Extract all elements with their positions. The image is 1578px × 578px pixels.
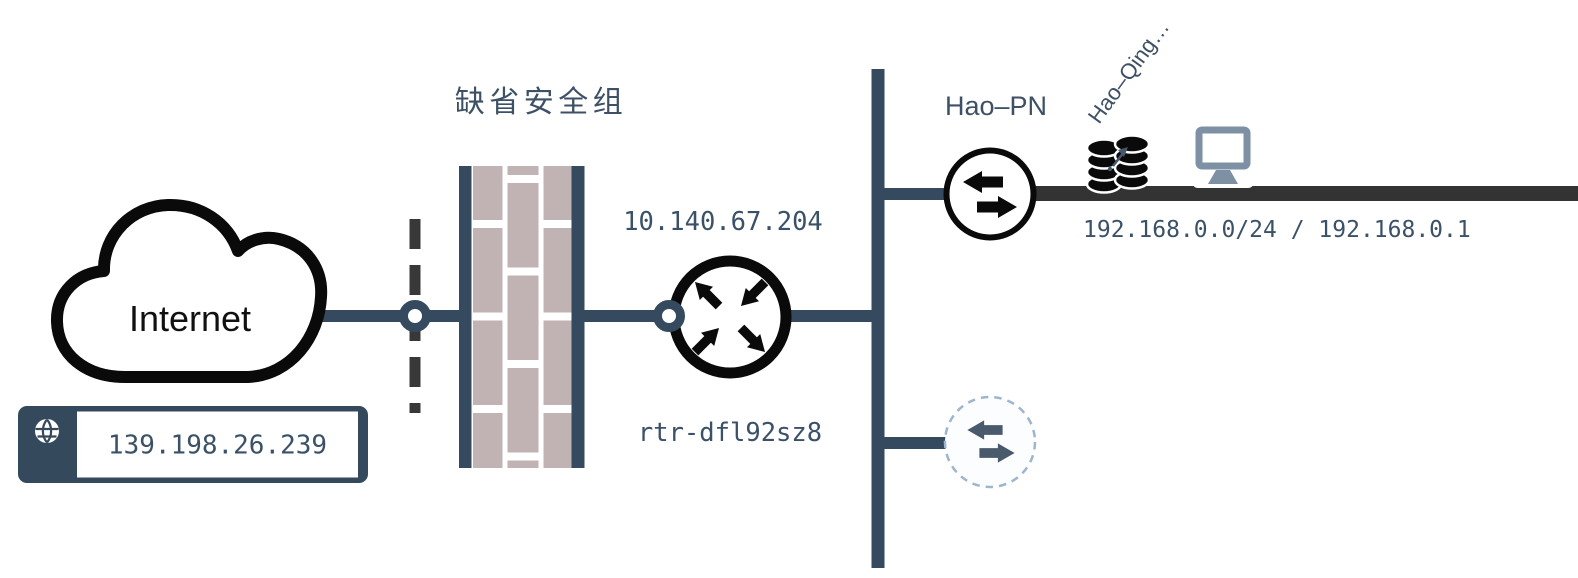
security-group-label: 缺省安全组 xyxy=(455,86,628,119)
public-ip-value: 139.198.26.239 xyxy=(108,431,327,461)
router-icon[interactable] xyxy=(668,255,792,379)
firewall-icon xyxy=(473,166,572,468)
db-sync-arrow xyxy=(1107,147,1128,172)
dashed-placeholder-node[interactable] xyxy=(943,395,1037,489)
router-name-label: rtr-dfl92sz8 xyxy=(638,418,822,448)
badge-ip-field xyxy=(77,411,358,478)
globe-icon xyxy=(35,418,59,444)
router-node[interactable]: 10.140.67.204 rtr-dfl92sz8 xyxy=(623,207,823,448)
firewall-node[interactable]: 缺省安全组 xyxy=(455,86,628,545)
internet-label: Internet xyxy=(129,298,251,339)
vpc-label: Hao–Qing… xyxy=(1083,15,1174,128)
router-ip-label: 10.140.67.204 xyxy=(623,207,823,237)
subnet-cidr-label: 192.168.0.0/24 / 192.168.0.1 xyxy=(1083,217,1471,243)
switch-icon[interactable] xyxy=(943,147,1037,241)
vertical-bus-line xyxy=(871,69,885,568)
gateway-label: Hao–PN xyxy=(945,91,1047,121)
firewall-left-bar xyxy=(459,166,472,468)
subnet-line xyxy=(1034,186,1578,201)
connector-ring-router xyxy=(653,300,685,332)
firewall-right-bar xyxy=(571,166,585,468)
connector-ring-boundary xyxy=(399,300,431,332)
dashed-switch-icon[interactable] xyxy=(943,395,1037,489)
gateway-node[interactable]: Hao–PN xyxy=(943,91,1047,241)
public-ip-badge[interactable]: 139.198.26.239 xyxy=(18,406,368,483)
internet-node[interactable]: Internet xyxy=(51,198,328,383)
cloud-icon[interactable] xyxy=(51,198,328,383)
monitor-icon[interactable] xyxy=(1192,126,1254,188)
database-icon[interactable] xyxy=(1085,134,1151,194)
